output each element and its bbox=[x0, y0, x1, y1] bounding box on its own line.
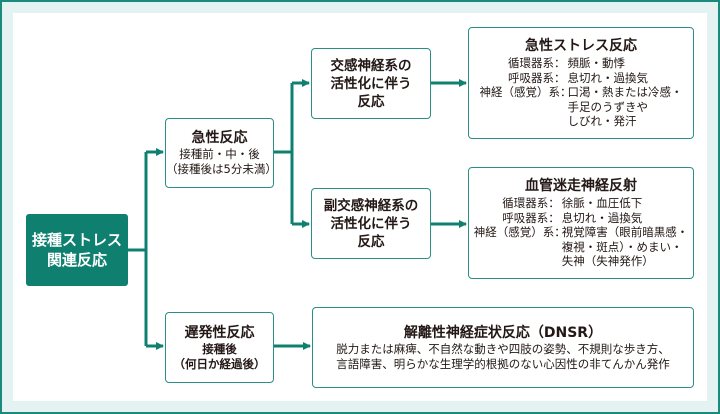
vasovagal-title: 血管迷走神経反射 bbox=[525, 178, 637, 195]
dnsr-line-2: 言語障害、明らかな生理学的根拠のない心因性の非てんかん発作 bbox=[336, 356, 670, 371]
symptom-text: 口渇・熱または冷感・ 手足のうずきや しびれ・発汗 bbox=[567, 85, 683, 129]
delayed-title: 遅発性反応 bbox=[184, 324, 255, 341]
system-label: 呼吸器系： bbox=[508, 70, 566, 85]
system-label: 呼吸器系： bbox=[502, 210, 560, 225]
node-acute-reaction: 急性反応 接種前・中・後 （接種後は5分未満） bbox=[165, 118, 277, 188]
node-sympathetic: 交感神経系の 活性化に伴う 反応 bbox=[311, 48, 431, 119]
node-delayed-reaction: 遅発性反応 接種後 （何日か経過後） bbox=[165, 312, 274, 383]
symptom-text: 息切れ・過換気 bbox=[561, 210, 643, 225]
node-dnsr: 解離性神経症状反応（DNSR） 脱力または麻痺、不自然な動きや四肢の姿勢、不規則… bbox=[312, 307, 694, 388]
dnsr-line-1: 脱力または麻痺、不自然な動きや四肢の姿勢、不規則な歩き方、 bbox=[336, 341, 670, 356]
symptom-row: 循環器系： 頻脈・動悸 bbox=[480, 56, 683, 71]
parasympathetic-line-1: 副交感神経系の bbox=[323, 197, 419, 214]
dnsr-title: 解離性神経症状反応（DNSR） bbox=[403, 324, 603, 341]
system-label: 神経（感覚）系： bbox=[479, 85, 572, 100]
sympathetic-line-2: 活性化に伴う bbox=[330, 75, 412, 92]
parasympathetic-line-3: 反応 bbox=[357, 233, 385, 250]
symptom-row: 呼吸器系： 息切れ・過換気 bbox=[480, 71, 683, 86]
system-label: 循環器系： bbox=[502, 196, 560, 211]
symptom-text: 息切れ・過換気 bbox=[567, 70, 649, 85]
symptom-row: 循環器系： 徐脈・血圧低下 bbox=[474, 196, 689, 211]
node-vasovagal-reflex: 血管迷走神経反射 循環器系： 徐脈・血圧低下 呼吸器系： 息切れ・過換気 神経（… bbox=[468, 167, 694, 279]
sympathetic-line-3: 反応 bbox=[357, 93, 385, 110]
system-label: 循環器系： bbox=[508, 56, 566, 71]
node-parasympathetic: 副交感神経系の 活性化に伴う 反応 bbox=[311, 188, 431, 259]
node-acute-stress-reaction: 急性ストレス反応 循環器系： 頻脈・動悸 呼吸器系： 息切れ・過換気 神経（感覚… bbox=[468, 27, 694, 139]
root-line-2: 関連反応 bbox=[46, 251, 107, 269]
acute-line-2: （接種後は5分未満） bbox=[166, 162, 277, 176]
delayed-line-1: 接種後 bbox=[202, 341, 237, 356]
system-label: 神経（感覚）系： bbox=[473, 225, 566, 240]
root-line-1: 接種ストレス bbox=[31, 231, 122, 249]
parasympathetic-line-2: 活性化に伴う bbox=[330, 215, 412, 232]
sympathetic-line-1: 交感神経系の bbox=[330, 57, 412, 74]
root-node-vaccination-stress: 接種ストレス 関連反応 bbox=[26, 214, 128, 286]
symptom-text: 視覚障害（眼前暗黒感・ 複視・斑点）・めまい・ 失神（失神発作） bbox=[561, 225, 689, 269]
symptom-text: 頻脈・動悸 bbox=[567, 56, 626, 71]
delayed-line-2: （何日か経過後） bbox=[173, 356, 266, 371]
symptom-row: 神経（感覚）系： 口渇・熱または冷感・ 手足のうずきや しびれ・発汗 bbox=[480, 85, 683, 129]
symptom-row: 呼吸器系： 息切れ・過換気 bbox=[474, 211, 689, 226]
vasovagal-symptoms: 循環器系： 徐脈・血圧低下 呼吸器系： 息切れ・過換気 神経（感覚）系： 視覚障… bbox=[474, 196, 689, 269]
acute-title: 急性反応 bbox=[191, 130, 248, 146]
acute-stress-symptoms: 循環器系： 頻脈・動悸 呼吸器系： 息切れ・過換気 神経（感覚）系： 口渇・熱ま… bbox=[480, 56, 683, 129]
symptom-text: 徐脈・血圧低下 bbox=[561, 196, 643, 211]
acute-line-1: 接種前・中・後 bbox=[179, 147, 260, 161]
symptom-row: 神経（感覚）系： 視覚障害（眼前暗黒感・ 複視・斑点）・めまい・ 失神（失神発作… bbox=[474, 225, 689, 269]
acute-stress-title: 急性ストレス反応 bbox=[525, 38, 637, 55]
